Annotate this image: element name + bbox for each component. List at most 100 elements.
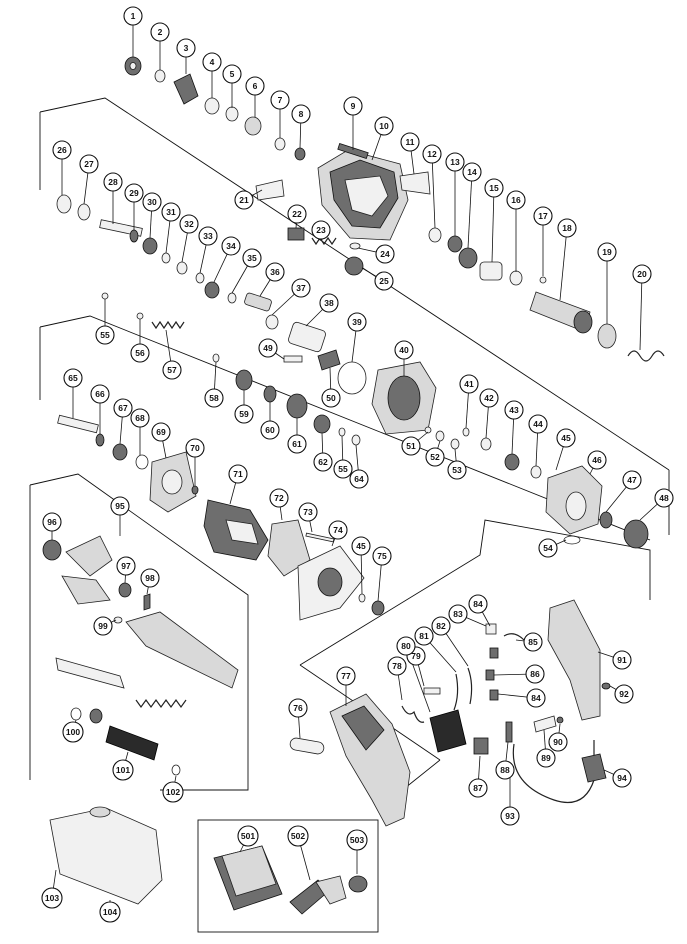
callout-72: 72	[269, 488, 289, 508]
callout-74: 74	[328, 520, 348, 540]
callout-circle	[548, 732, 568, 752]
callout-number: 93	[505, 811, 515, 821]
callout-number: 6	[253, 81, 258, 91]
part-95-rod-assembly	[125, 611, 239, 689]
callout-68: 68	[130, 408, 150, 428]
callout-number: 45	[561, 433, 571, 443]
callout-circle	[258, 338, 278, 358]
callout-circle	[62, 721, 84, 743]
callout-circle	[333, 459, 353, 479]
callout-55: 55	[333, 459, 353, 479]
callout-87: 87	[468, 778, 488, 798]
callout-number: 55	[100, 330, 110, 340]
callout-503: 503	[346, 829, 368, 851]
part-27-ring	[77, 203, 91, 221]
part-52-ring	[435, 430, 445, 442]
callout-32: 32	[179, 214, 199, 234]
callout-circle	[202, 52, 222, 72]
part-95-handle-clamp	[65, 535, 113, 577]
row-3-parts	[101, 292, 460, 450]
callout-circle	[95, 325, 115, 345]
leader-line-15	[491, 187, 495, 263]
callout-circle	[479, 388, 499, 408]
part-79-plate	[423, 687, 441, 695]
part-83-brush-holder	[485, 623, 497, 635]
part-7-washer	[274, 137, 286, 151]
part-90-screw	[556, 716, 564, 724]
callout-number: 44	[533, 419, 543, 429]
leader-line-20	[639, 273, 643, 351]
callout-number: 3	[184, 43, 189, 53]
callout-circle	[41, 887, 63, 909]
callout-60: 60	[260, 420, 280, 440]
depth-gauge-spring	[135, 698, 187, 709]
callout-71: 71	[228, 464, 248, 484]
callout-number: 70	[190, 443, 200, 453]
part-44-ring	[530, 465, 542, 479]
callout-number: 4	[210, 57, 215, 67]
callout-circle	[506, 190, 526, 210]
callout-5: 5	[222, 64, 242, 84]
callout-13: 13	[445, 152, 465, 172]
callout-number: 100	[66, 727, 80, 737]
leader-line-14	[467, 171, 473, 249]
callout-circle	[124, 183, 144, 203]
callout-number: 41	[464, 379, 474, 389]
callout-number: 14	[467, 167, 477, 177]
callout-501: 501	[237, 825, 259, 847]
part-53-ring	[450, 438, 460, 450]
callout-circle	[52, 140, 72, 160]
part-15-sleeve	[479, 261, 503, 281]
callout-number: 67	[118, 403, 128, 413]
callout-number: 77	[341, 671, 351, 681]
leader-line-18	[559, 227, 568, 301]
callout-circle	[468, 594, 488, 614]
callout-15: 15	[484, 178, 504, 198]
callout-number: 40	[399, 345, 409, 355]
part-62-gear	[313, 414, 331, 434]
callout-58: 58	[204, 388, 224, 408]
part-50-crank	[317, 349, 341, 371]
callout-94: 94	[612, 768, 632, 788]
callout-number: 1	[131, 11, 136, 21]
callout-84: 84	[526, 688, 546, 708]
part-57-spring	[151, 320, 185, 330]
callout-number: 69	[156, 427, 166, 437]
part-81-wire	[453, 673, 459, 711]
part-38-piston	[288, 321, 326, 353]
part-14-bearing	[458, 247, 478, 269]
part-33-ring	[195, 272, 205, 284]
part-96-knob	[42, 539, 62, 561]
callout-circle	[374, 271, 394, 291]
callout-number: 64	[354, 474, 364, 484]
callout-90: 90	[548, 732, 568, 752]
callout-37: 37	[291, 278, 311, 298]
callout-10: 10	[374, 116, 394, 136]
callout-number: 7	[278, 95, 283, 105]
callout-61: 61	[287, 434, 307, 454]
callout-circle	[110, 496, 130, 516]
callout-circle	[525, 664, 545, 684]
callout-circle	[162, 360, 182, 380]
callout-circle	[500, 806, 520, 826]
callout-circle	[130, 343, 150, 363]
part-80-switch	[429, 709, 467, 753]
callout-circle	[63, 368, 83, 388]
callout-circle	[425, 447, 445, 467]
callout-number: 38	[324, 298, 334, 308]
callout-number: 99	[98, 621, 108, 631]
callout-48: 48	[654, 488, 674, 508]
callout-circle	[556, 428, 576, 448]
part-85-terminal	[503, 633, 525, 641]
callout-number: 47	[627, 475, 637, 485]
callout-103: 103	[41, 887, 63, 909]
part-30-bearing	[142, 237, 158, 255]
callout-43: 43	[504, 400, 524, 420]
callout-number: 49	[263, 343, 273, 353]
callout-number: 2	[158, 27, 163, 37]
callout-number: 57	[167, 365, 177, 375]
callout-circle	[587, 450, 607, 470]
part-31-ring	[161, 252, 171, 264]
callout-number: 85	[528, 637, 538, 647]
